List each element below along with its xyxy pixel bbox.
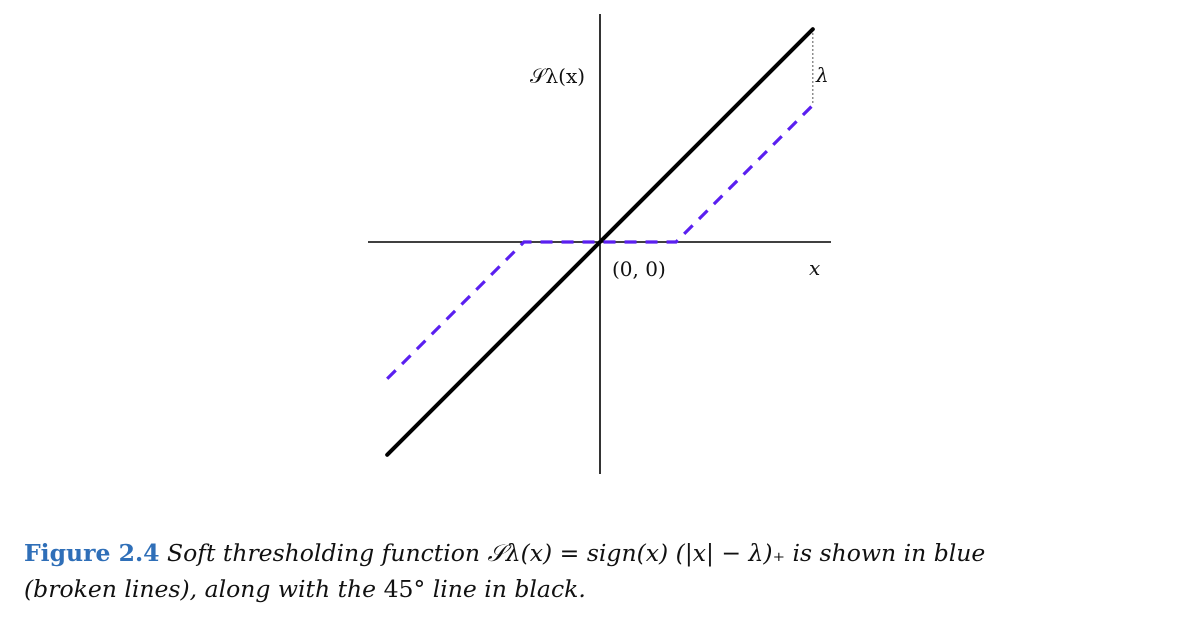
origin-label: (0, 0)	[612, 257, 666, 281]
figure-caption: Figure 2.4 Soft thresholding function 𝒮λ…	[24, 535, 1184, 607]
caption-text-2: is shown in blue	[792, 539, 986, 567]
soft-threshold-line	[386, 104, 814, 380]
caption-text-4: line in black.	[432, 575, 586, 603]
x-axis-label: x	[809, 256, 820, 280]
lambda-label: λ	[815, 63, 829, 87]
axis-labels: 𝒮λ(x) x (0, 0) λ	[530, 63, 829, 281]
plot-series	[385, 27, 815, 457]
caption-text-1: Soft thresholding function	[167, 539, 481, 567]
caption-figure-number: Figure 2.4	[24, 539, 160, 567]
y-axis-label: 𝒮λ(x)	[530, 64, 585, 88]
caption-text-3: (broken lines), along with the	[24, 575, 377, 603]
caption-degree: 45°	[383, 575, 426, 603]
caption-formula: 𝒮λ(x) = sign(x) (|x| − λ)₊	[487, 539, 786, 567]
identity-line	[385, 27, 815, 457]
